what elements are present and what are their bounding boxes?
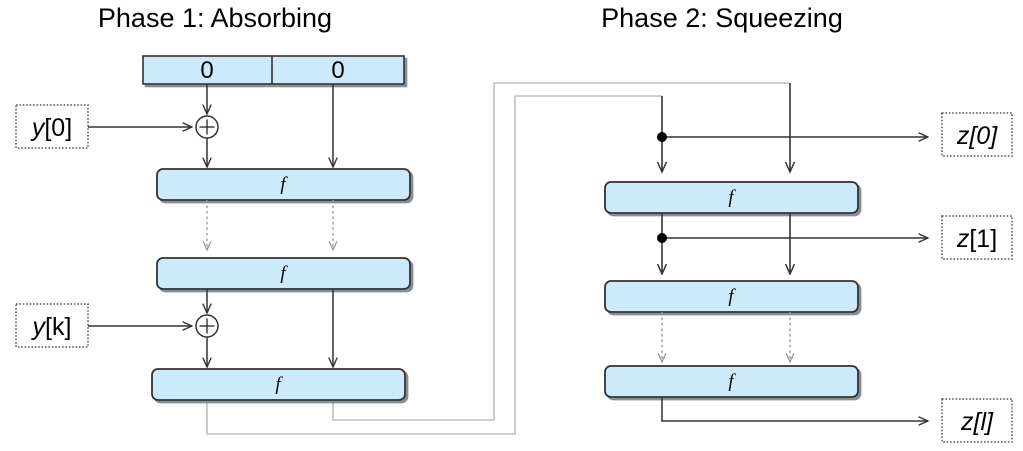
- phase1-title: Phase 1: Absorbing: [98, 3, 332, 33]
- phase2-f1-label: f: [728, 187, 736, 208]
- state-capacity-value: 0: [331, 57, 344, 84]
- output-zl[interactable]: z[l]: [941, 398, 1013, 443]
- phase1-f1-label: f: [280, 174, 288, 195]
- phase1-f2-box: [156, 257, 411, 290]
- output-z0-label: z[0]: [956, 122, 998, 150]
- input-y0-index: [0]: [44, 114, 72, 142]
- output-z1-label: z[1]: [956, 225, 997, 253]
- input-y0-box[interactable]: [15, 104, 89, 149]
- input-yk-label: y[k]: [31, 313, 72, 341]
- phase1-f1-box: [156, 168, 411, 201]
- output-z0-box[interactable]: [941, 112, 1013, 157]
- output-zl-box[interactable]: [941, 398, 1013, 443]
- state-register-box: [142, 55, 405, 85]
- phase2-title: Phase 2: Squeezing: [601, 3, 843, 33]
- output-z1[interactable]: z[1]: [941, 215, 1013, 260]
- output-z0-symbol: z: [956, 122, 970, 150]
- output-zl-label: z[l]: [960, 408, 994, 436]
- phase2-f2-label: f: [728, 286, 736, 307]
- phase1-f-block-1: f: [156, 168, 411, 201]
- phase2-f3-box: [604, 365, 859, 398]
- phase2-f3-label: f: [728, 371, 736, 392]
- input-yk-symbol: y: [31, 313, 47, 341]
- phase2-f-block-2: f: [604, 280, 859, 313]
- phase1-f-block-3: f: [151, 368, 406, 401]
- xor-yk: [195, 314, 219, 338]
- initial-state-register: 0 0: [142, 55, 405, 85]
- phase2-f-block-3: f: [604, 365, 859, 398]
- phase1-f3-box: [151, 368, 406, 401]
- input-yk-box[interactable]: [15, 303, 89, 348]
- junction-dot-z0: [657, 132, 667, 142]
- input-yk-index: [k]: [45, 313, 71, 341]
- output-z0[interactable]: z[0]: [941, 112, 1013, 157]
- output-z1-index: [1]: [969, 225, 997, 253]
- output-z1-box[interactable]: [941, 215, 1013, 260]
- arrow-tap-zl: [661, 397, 928, 421]
- input-yk[interactable]: y[k]: [15, 303, 89, 348]
- input-y0-symbol: y: [30, 114, 46, 142]
- phase1-f3-label: f: [275, 374, 283, 395]
- output-z0-index: [0]: [968, 122, 998, 150]
- junction-dot-z1: [657, 233, 667, 243]
- output-z1-symbol: z: [956, 225, 970, 253]
- phase1-f-block-2: f: [156, 257, 411, 290]
- feedback-path-capacity: [332, 82, 790, 421]
- phase2-f-block-1: f: [604, 181, 859, 214]
- input-y0-label: y[0]: [30, 114, 72, 142]
- feedback-paths: [206, 82, 790, 435]
- input-y0[interactable]: y[0]: [15, 104, 89, 149]
- state-rate-value: 0: [200, 57, 213, 84]
- output-zl-symbol: z: [960, 408, 974, 436]
- phase2-f1-box: [604, 181, 859, 214]
- phase2-f2-box: [604, 280, 859, 313]
- output-zl-index: [l]: [973, 408, 995, 436]
- feedback-path-rate: [206, 95, 662, 435]
- xor-y0: [195, 115, 219, 139]
- phase1-f2-label: f: [280, 263, 288, 284]
